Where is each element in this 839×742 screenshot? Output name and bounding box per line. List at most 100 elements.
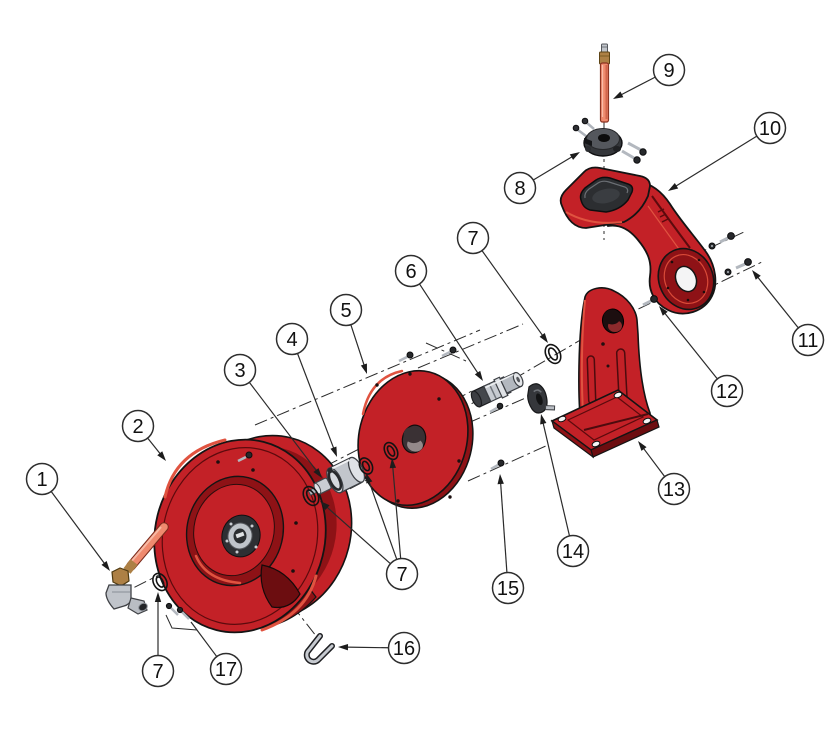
leader-line: [296, 353, 335, 449]
leader-arrowhead: [389, 458, 397, 469]
leader-line: [757, 276, 799, 329]
bearing: [326, 456, 366, 494]
balloon-circle: [275, 322, 309, 356]
balloon-circle: [753, 111, 787, 145]
leader-arrowhead: [668, 183, 679, 191]
balloon-number: 1: [36, 469, 47, 491]
leader-line: [675, 135, 758, 187]
balloon-number: 4: [286, 329, 297, 351]
leader-arrowhead: [474, 370, 483, 381]
arm-pivot-hole: [674, 265, 698, 293]
reel-drum: [153, 434, 353, 634]
balloon-circle: [491, 571, 525, 605]
leader-line: [326, 506, 391, 565]
balloon-number: 11: [798, 330, 819, 352]
balloon-10: 10: [668, 111, 787, 191]
leader-arrowhead: [101, 561, 110, 571]
balloon-circle: [456, 221, 490, 255]
leader-arrowhead: [752, 270, 761, 280]
arm-screw-set-11: [708, 232, 752, 276]
balloon-circle: [25, 462, 59, 496]
inlet-elbow-assembly: [105, 522, 169, 615]
balloon-circle: [141, 654, 175, 688]
balloon-11: 11: [752, 270, 825, 357]
balloon-number: 7: [396, 564, 407, 586]
swivel-clamp: [572, 117, 647, 164]
leader-arrowhead: [338, 643, 349, 651]
leader-arrowhead: [313, 468, 322, 478]
leader-line: [50, 491, 106, 565]
centerline-cross-seg: [425, 342, 467, 362]
leader-arrowhead: [613, 91, 624, 99]
guide-arm: [559, 166, 717, 315]
fasteners: [165, 232, 752, 631]
leader-line: [418, 283, 479, 374]
leader-line: [190, 621, 218, 657]
leader-line: [500, 482, 508, 573]
balloon-circle: [385, 557, 419, 591]
leader-line: [147, 437, 161, 455]
leader-line: [542, 422, 571, 537]
balloon-8: 8: [503, 152, 580, 205]
balloon-number: 15: [497, 578, 519, 600]
bolt-15: [490, 459, 505, 471]
balloon-number: 3: [234, 360, 245, 382]
leader-line: [481, 250, 544, 337]
end-plate-disc: [357, 369, 474, 510]
balloon-circle: [394, 254, 428, 288]
balloon-circle: [209, 652, 243, 686]
leader-line: [346, 646, 389, 649]
balloon-5: 5: [329, 293, 367, 374]
balloon-number: 2: [132, 416, 143, 438]
balloon-17: 17: [190, 621, 243, 686]
bolt: [237, 451, 253, 463]
balloon-number: 9: [663, 60, 674, 82]
leader-arrowhead: [539, 333, 548, 343]
leader-arrowhead: [659, 306, 668, 316]
o-ring: [152, 572, 168, 592]
balloon-4: 4: [275, 322, 337, 457]
balloon-number: 17: [215, 659, 237, 681]
balloon-circle: [791, 323, 825, 357]
balloon-number: 7: [152, 661, 163, 683]
o-rings: [152, 343, 562, 592]
balloon-circle: [121, 409, 155, 443]
leader-line: [642, 447, 666, 477]
balloon-circle: [556, 534, 590, 568]
brass-fitting: [111, 567, 130, 587]
leader-line: [620, 76, 656, 96]
leader-arrowhead: [497, 474, 504, 485]
balloon-number: 7: [467, 228, 478, 250]
u-pin: [303, 633, 335, 665]
leader-arrowhead: [638, 441, 647, 451]
latch-pawl: [527, 383, 556, 414]
bracket-screw-12: [642, 295, 658, 307]
leader-line: [664, 312, 718, 380]
drum-hub-bearing: [221, 514, 261, 558]
balloon-7: 7: [320, 458, 419, 591]
balloon-circle: [387, 631, 421, 665]
balloon-7: 7: [456, 221, 548, 343]
balloon-6: 6: [394, 254, 483, 381]
balloon-12: 12: [659, 306, 744, 408]
riser-tube: [599, 43, 610, 123]
shaft-spindle: [470, 371, 524, 408]
balloon-2: 2: [121, 409, 166, 461]
balloon-1: 1: [25, 462, 110, 571]
balloon-circle: [329, 293, 363, 327]
balloon-number: 8: [514, 178, 525, 200]
balloon-13: 13: [638, 441, 691, 506]
inlet-hose-tube: [127, 523, 168, 570]
bolt: [489, 402, 504, 414]
bracket-upright: [578, 287, 652, 434]
leader-line: [368, 481, 398, 560]
balloon-3: 3: [223, 353, 322, 478]
balloon-number: 16: [393, 638, 415, 660]
o-ring: [383, 441, 399, 461]
bolt: [441, 346, 457, 358]
leader-arrowhead: [366, 473, 373, 484]
leader-line: [532, 156, 573, 181]
leader-line: [392, 466, 402, 559]
